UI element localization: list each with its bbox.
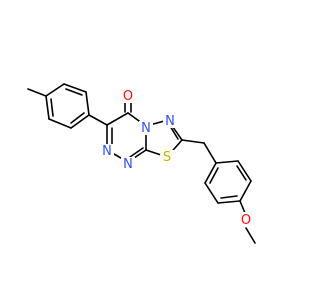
bond — [27, 88, 47, 97]
bond — [88, 114, 108, 126]
bond — [237, 160, 252, 182]
bond — [129, 147, 144, 158]
nitrogen-label: N — [141, 121, 151, 136]
bond — [169, 125, 179, 140]
bond — [70, 114, 90, 129]
bond — [239, 200, 246, 214]
atom-n3: N — [163, 114, 177, 129]
bond — [45, 95, 50, 120]
atom-n1: N — [100, 144, 114, 159]
bond — [245, 227, 256, 244]
bond — [209, 167, 219, 184]
bond — [239, 180, 252, 202]
bond — [70, 112, 85, 124]
bond — [48, 118, 72, 129]
bond — [217, 200, 241, 204]
bond — [215, 160, 239, 164]
oxygen-label: O — [123, 89, 133, 104]
bond — [50, 98, 54, 117]
methoxyphenyl-ring — [204, 160, 252, 204]
nitrogen-label: N — [123, 157, 133, 172]
bond — [220, 195, 238, 199]
atom-sulfur: S — [160, 150, 174, 165]
atom-oxygen-methoxy: O — [239, 212, 253, 228]
bond — [106, 112, 129, 126]
molecule-structure-diagram: O N N N N S O — [27, 83, 256, 244]
nitrogen-label: N — [165, 114, 175, 129]
bond — [85, 91, 90, 116]
atom-n2: N — [121, 157, 135, 172]
tolyl-ring — [45, 83, 90, 129]
bond — [181, 139, 205, 144]
atom-label-layer: O N N N N S O — [100, 88, 253, 228]
bond — [63, 83, 87, 93]
atom-n4: N — [139, 121, 153, 136]
sulfur-label: S — [163, 150, 171, 165]
nitrogen-label: N — [102, 144, 112, 159]
atom-oxygen-carbonyl: O — [121, 88, 135, 104]
oxygen-label: O — [241, 213, 251, 228]
bond — [236, 165, 247, 181]
bond — [65, 88, 83, 96]
bond — [203, 142, 217, 164]
bond — [204, 182, 219, 204]
bond — [204, 162, 217, 184]
bond — [45, 83, 65, 97]
bond-layer — [27, 83, 256, 244]
